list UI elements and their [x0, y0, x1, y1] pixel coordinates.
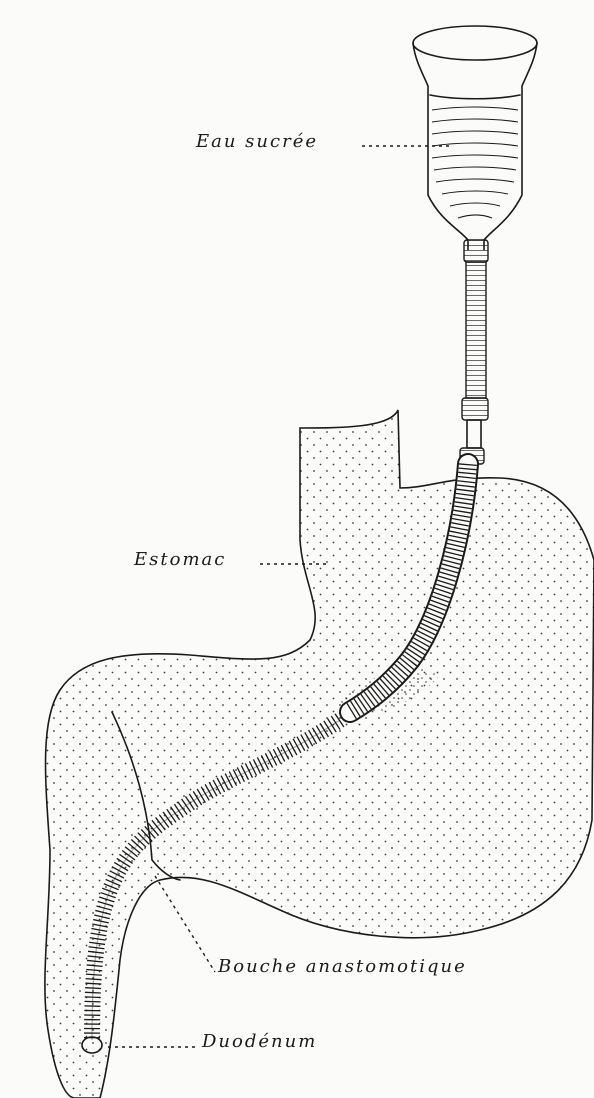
label-duodenum: Duodénum	[202, 1031, 317, 1052]
rubber-tube	[462, 240, 488, 420]
leader-bouche	[155, 876, 215, 972]
label-eau-sucree: Eau sucrée	[196, 131, 318, 152]
glass-connector	[467, 420, 481, 448]
label-bouche-anastomotique: Bouche anastomotique	[218, 956, 467, 977]
funnel-icon	[413, 26, 537, 250]
label-estomac: Estomac	[134, 549, 226, 570]
stomach-body	[45, 410, 594, 1098]
